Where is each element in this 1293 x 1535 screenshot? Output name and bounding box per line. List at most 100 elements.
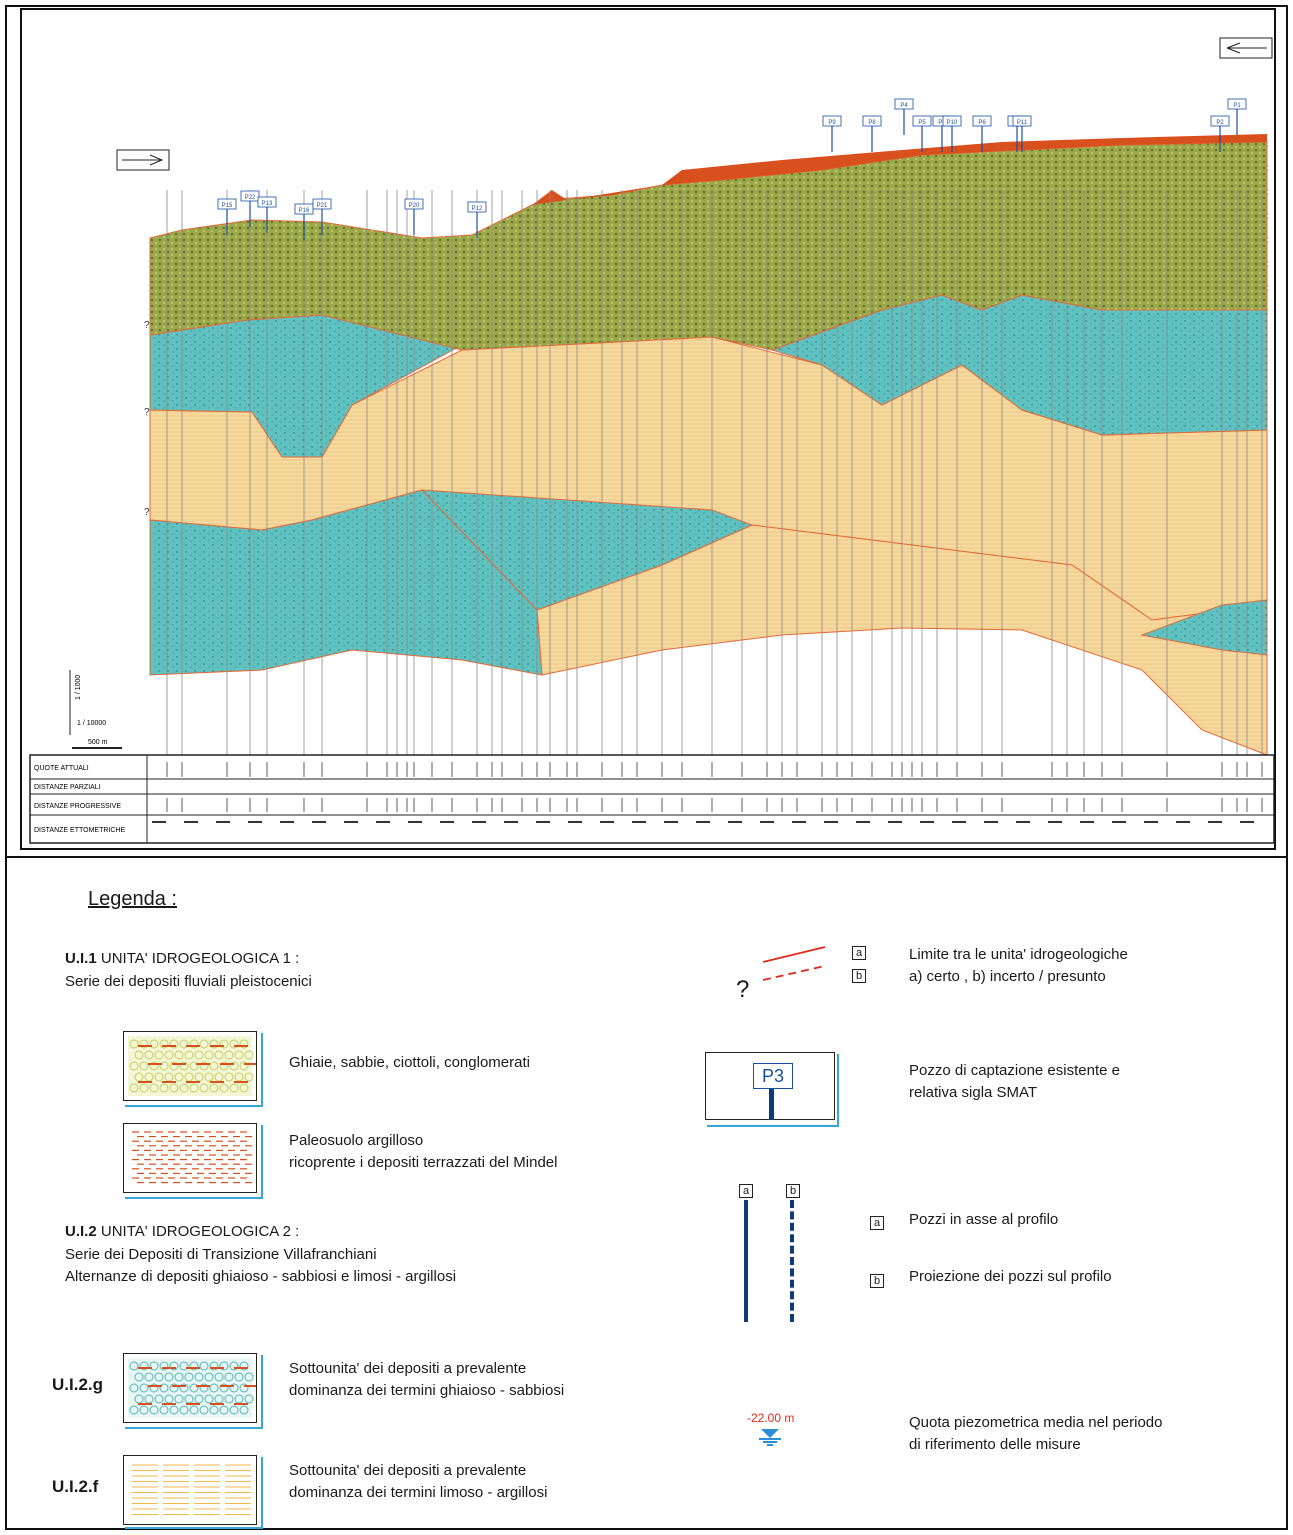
well-tag: P21 (312, 198, 332, 235)
ui2f-pattern (132, 1464, 251, 1515)
well-tag: P4 (894, 98, 914, 135)
paleosol-layer (532, 134, 1267, 205)
limit-b-marker: b (852, 966, 866, 984)
ui2f-line-2: dominanza dei termini limoso - argillosi (289, 1484, 548, 1501)
water-level-icon (759, 1429, 781, 1446)
ui2g-swatch (123, 1353, 258, 1423)
well-tag: P6 (972, 115, 992, 152)
direction-arrow-left (116, 149, 170, 171)
ui2g-line-2: dominanza dei termini ghiaioso - sabbios… (289, 1382, 565, 1399)
scale-label: 1 / 10000 (77, 720, 106, 727)
well-tag: P12 (467, 201, 487, 238)
paleosol-line-1: Paleosuolo argilloso (289, 1132, 424, 1149)
well-tag: P1 (1227, 98, 1247, 135)
pozzo-line-1: Pozzo di captazione esistente e (909, 1062, 1120, 1079)
scale-bar-label: 500 m (88, 739, 108, 746)
section-divider (5, 856, 1288, 858)
section-drawing: P15P22P13P16P21P20P12P9P8P4P5P7P6P3P2P1P… (29, 37, 1275, 844)
ui1-name: UNITA' IDROGEOLOGICA 1 : (100, 950, 300, 967)
well-tag: P9 (822, 115, 842, 152)
well-lines (166, 190, 1263, 770)
ui2g-line-1: Sottounita' dei depositi a prevalente (289, 1360, 527, 1377)
swatch-shadow (125, 1125, 263, 1199)
pozzo-stem (769, 1089, 774, 1120)
limit-line-1: Limite tra le unita' idrogeologiche (909, 946, 1128, 963)
limit-line-2: a) certo , b) incerto / presunto (909, 968, 1106, 985)
pozzo-tag: P3 (753, 1063, 793, 1089)
silt-layer-lower (536, 524, 1268, 756)
well-tag-label: P16 (299, 208, 310, 214)
ui2f-swatch (123, 1455, 257, 1525)
ui2f-line-1: Sottounita' dei depositi a prevalente (289, 1462, 527, 1479)
pozzi-legend-b-marker: b (870, 1271, 884, 1289)
ui2-name: UNITA' IDROGEOLOGICA 2 : (100, 1223, 300, 1240)
well-tag: P8 (862, 115, 882, 152)
pozzi-b-text: Proiezione dei pozzi sul profilo (909, 1268, 1112, 1285)
piezo-line-1: Quota piezometrica media nel periodo (909, 1414, 1163, 1431)
gravel-sand-layer-3 (420, 489, 754, 611)
well-tag: P13 (257, 196, 277, 233)
table-row-label: DISTANZE ETTOMETRICHE (34, 827, 125, 834)
pozzi-a-marker: a (739, 1181, 753, 1199)
well-tag-label: P22 (245, 195, 256, 201)
uncertain-mark: ? (144, 407, 150, 418)
swatch-shadow (707, 1054, 839, 1127)
well-tag-label: P4 (900, 103, 908, 109)
well-tag-label: P13 (262, 201, 273, 207)
paleosol-line-2: ricoprente i depositi terrazzati del Min… (289, 1154, 558, 1171)
ui2-description-2: Alternanze di depositi ghiaioso - sabbio… (65, 1268, 457, 1285)
well-tag: P2 (1210, 115, 1230, 152)
well-tag-label: P1 (1233, 103, 1241, 109)
legend-title: Legenda : (88, 888, 177, 910)
well-tag-label: P7 (938, 120, 946, 126)
ui2-description-1: Serie dei Depositi di Transizione Villaf… (65, 1246, 377, 1263)
well-tag: P22 (240, 190, 260, 227)
pozzi-legend-a-marker: a (870, 1213, 884, 1231)
well-tag-label: P10 (947, 120, 958, 126)
gravel-sand-layer-5 (1140, 599, 1268, 656)
ui2g-code: U.I.2.g (52, 1375, 104, 1394)
gravel-pattern (128, 1036, 258, 1096)
page-frame (5, 5, 1288, 1530)
uncertain-limit-line (762, 965, 826, 981)
well-tag: P20 (404, 198, 424, 235)
certain-limit-line (762, 946, 826, 963)
pozzo-symbol: P3 (705, 1052, 835, 1120)
well-projection-line (790, 1200, 794, 1322)
piezo-value: -22.00 m (747, 1411, 795, 1425)
pozzi-a-text: Pozzi in asse al profilo (909, 1211, 1059, 1228)
geological-section: P15P22P13P16P21P20P12P9P8P4P5P7P6P3P2P1P… (20, 8, 1276, 850)
paleosol-swatch (123, 1123, 257, 1193)
uncertain-mark: ? (144, 507, 150, 518)
ui2-code: U.I.2 (65, 1223, 97, 1240)
well-tag: P11 (1012, 115, 1032, 152)
table-row-label: DISTANZE PARZIALI (34, 784, 101, 791)
ui1-heading: U.I.1 UNITA' IDROGEOLOGICA 1 : (65, 950, 299, 967)
piezo-line-2: di riferimento delle misure (909, 1436, 1081, 1453)
ui1-description: Serie dei depositi fluviali pleistocenic… (65, 973, 312, 990)
limit-lines-symbol (762, 946, 826, 981)
ui2-heading: U.I.2 UNITA' IDROGEOLOGICA 2 : (65, 1223, 299, 1240)
swatch-shadow (125, 1033, 263, 1107)
data-table: QUOTE ATTUALI DISTANZE PARZIALI DISTANZE… (29, 754, 1275, 844)
well-tag-label: P2 (1216, 120, 1224, 126)
well-tag-label: P15 (222, 203, 233, 209)
ui2f-code: U.I.2.f (52, 1477, 99, 1496)
limit-question-mark: ? (736, 976, 750, 1003)
ui1-code: U.I.1 (65, 950, 97, 967)
pozzo-line-2: relativa sigla SMAT (909, 1084, 1038, 1101)
well-tag-label: P9 (828, 120, 836, 126)
well-tag: P10 (942, 115, 962, 152)
well-tags: P15P22P13P16P21P20P12P9P8P4P5P7P6P3P2P1P… (217, 98, 1247, 240)
well-axis-line (744, 1200, 748, 1322)
direction-arrow-right (1219, 37, 1273, 59)
pozzi-b-marker: b (786, 1181, 800, 1199)
limit-a-marker: a (852, 943, 866, 961)
well-tag-label: P12 (472, 206, 483, 212)
table-ticks (152, 762, 1263, 823)
swatch-shadow (125, 1457, 263, 1529)
ui2g-pattern (128, 1358, 258, 1418)
well-tag: P5 (912, 115, 932, 152)
paleosol-pattern (132, 1131, 252, 1184)
gravel-circles (129, 1039, 258, 1093)
